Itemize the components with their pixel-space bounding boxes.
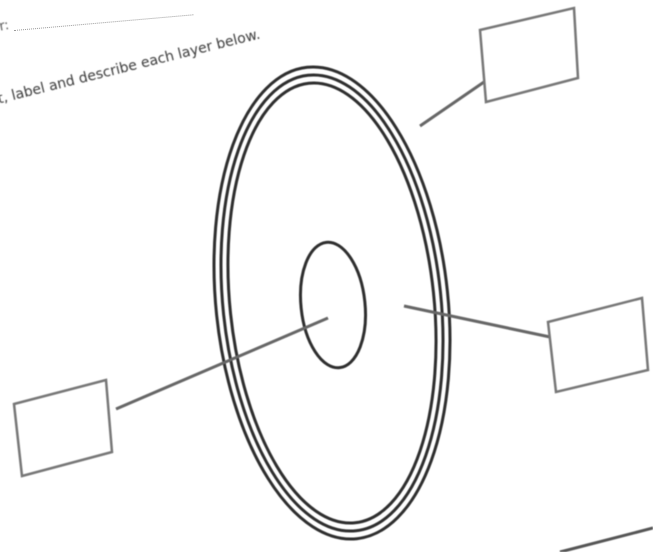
leader-line-top-right — [420, 82, 484, 126]
outer-ring-2 — [200, 64, 465, 542]
page-edge-fragment — [560, 528, 653, 552]
inner-core-ring — [295, 239, 372, 371]
outer-ring-1 — [192, 55, 472, 551]
label-box-left[interactable] — [14, 380, 112, 476]
outer-layer-rings — [192, 55, 472, 551]
label-box-top-right[interactable] — [480, 8, 578, 102]
label-box-right[interactable] — [548, 298, 648, 392]
outer-ring-3 — [207, 73, 456, 534]
leader-line-left — [116, 318, 328, 409]
leader-line-right — [404, 306, 550, 337]
